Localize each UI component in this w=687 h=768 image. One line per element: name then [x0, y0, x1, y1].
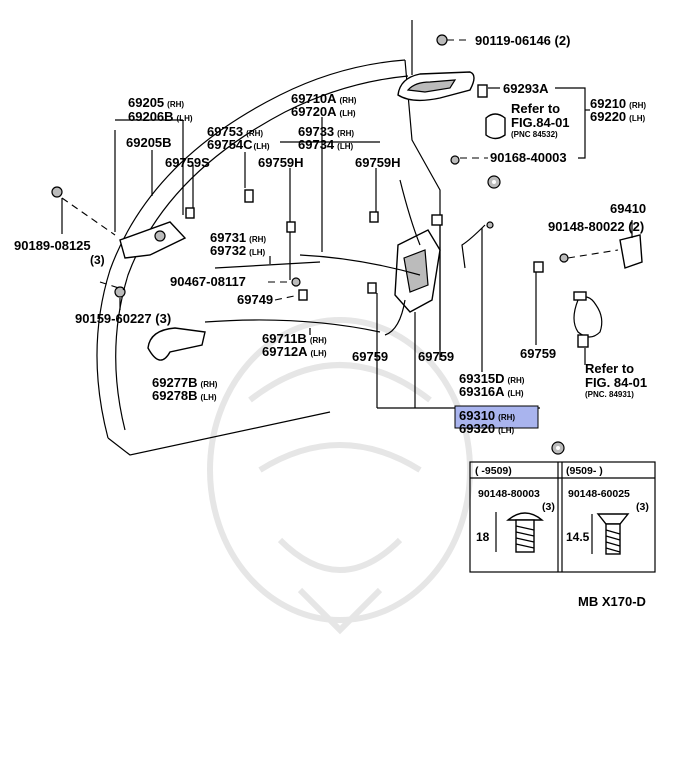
table-col1-part: 90148-80003: [478, 488, 540, 500]
label-69310: 69310(RH): [459, 408, 515, 423]
label-69710: 69710A(RH): [291, 91, 357, 106]
label-90148-80022: 90148-80022 (2): [548, 219, 644, 234]
watermark-emblem: [207, 317, 473, 635]
bolt-top: [436, 34, 448, 46]
screw-table: ( -9509) (9509- ) 90148-80003 (3) 90148-…: [469, 461, 656, 573]
clip-69759-right: [533, 261, 544, 273]
ref-lower-line1: Refer to: [585, 361, 634, 376]
clip-69759S: [185, 207, 195, 219]
bolt-90189: [51, 186, 63, 198]
labels: 90119-06146 (2) 69293A 69210(RH) 69220(L…: [14, 33, 647, 436]
label-69720: 69720A(LH): [291, 104, 356, 119]
clip-69293: [477, 84, 488, 98]
label-90168: 90168-40003: [490, 150, 567, 165]
label-69205B: 69205B: [126, 135, 172, 150]
label-69734: 69734(LH): [298, 137, 353, 152]
inside-handle-lower: [147, 327, 206, 361]
label-69759S: 69759S: [165, 155, 210, 170]
dim-left: 18: [476, 530, 490, 544]
label-69210: 69210(RH): [590, 96, 646, 111]
label-90159: 90159-60227 (3): [75, 311, 171, 326]
striker-69410: [619, 234, 643, 269]
label-69759-left: 69759: [352, 349, 388, 364]
rod-69731: [214, 261, 321, 269]
label-69410: 69410: [610, 201, 646, 216]
bolt-90159: [114, 286, 126, 298]
nut-upper: [487, 175, 501, 189]
nut-lower: [551, 441, 565, 455]
label-69733: 69733(RH): [298, 124, 354, 139]
outside-handle: [397, 71, 475, 102]
table-col2-range: (9509- ): [566, 465, 603, 477]
ref-upper-line3: (PNC 84532): [511, 130, 558, 139]
table-col2-qty: (3): [636, 501, 649, 513]
label-69316: 69316A(LH): [459, 384, 524, 399]
label-69759-right: 69759: [520, 346, 556, 361]
ref-upper-line2: FIG.84-01: [511, 115, 570, 130]
label-69712: 69712A(LH): [262, 344, 327, 359]
rod-69711: [204, 319, 381, 333]
label-69277: 69277B(RH): [152, 375, 218, 390]
dim-right: 14.5: [566, 530, 590, 544]
bolt-90148-80022: [559, 253, 569, 263]
bolt-90467: [291, 277, 301, 287]
label-69206: 69206B(LH): [128, 109, 193, 124]
clip-69753: [244, 189, 254, 203]
table-col2-part: 90148-60025: [568, 488, 630, 500]
label-69278: 69278B(LH): [152, 388, 217, 403]
ref-lower-line2: FIG. 84-01: [585, 375, 647, 390]
label-69320: 69320(LH): [459, 421, 514, 436]
ref-lower-line3: (PNC. 84931): [585, 390, 634, 399]
label-69753: 69753(RH): [207, 124, 263, 139]
cable-69315: [461, 221, 494, 269]
bolt-90168: [450, 155, 460, 165]
label-90189: 90189-08125: [14, 238, 91, 253]
clip-69759-mid: [431, 214, 443, 226]
inside-handle-upper: [119, 221, 187, 259]
label-69759-mid: 69759: [418, 349, 454, 364]
key-cylinder: [485, 113, 506, 140]
label-69754: 69754C(LH): [207, 137, 270, 152]
label-69759H-left: 69759H: [258, 155, 304, 170]
screw-right: 14.5: [566, 513, 630, 555]
screw-left: 18: [476, 512, 544, 553]
clip-69759H-left: [286, 221, 296, 233]
ref-upper-line1: Refer to: [511, 101, 560, 116]
label-69220: 69220(LH): [590, 109, 645, 124]
diagram-code: MB X170-D: [578, 594, 646, 609]
label-69205: 69205(RH): [128, 95, 184, 110]
label-69759H-right: 69759H: [355, 155, 401, 170]
label-90189-qty: (3): [90, 253, 105, 267]
svg-text:90119-06146 (2): 90119-06146 (2): [475, 33, 570, 48]
door-lock-assembly: [384, 179, 441, 336]
rod-69710: [299, 254, 421, 276]
clip-69749: [298, 289, 308, 301]
clip-69759H-right: [369, 211, 379, 223]
label-69731: 69731(RH): [210, 230, 266, 245]
label-69293: 69293A: [503, 81, 549, 96]
label-69732: 69732(LH): [210, 243, 265, 258]
label-90467: 90467-08117: [170, 274, 246, 289]
table-col1-range: ( -9509): [475, 465, 512, 477]
wire-harness: [573, 291, 603, 348]
label-69315: 69315D(RH): [459, 371, 525, 386]
table-col1-qty: (3): [542, 501, 555, 513]
label-90119: 90119-06146: [475, 33, 551, 48]
label-69749: 69749: [237, 292, 273, 307]
clip-69759-left: [367, 282, 377, 294]
label-69711: 69711B(RH): [262, 331, 327, 346]
highlight-box: [454, 405, 539, 429]
leader-lines: [61, 20, 633, 409]
